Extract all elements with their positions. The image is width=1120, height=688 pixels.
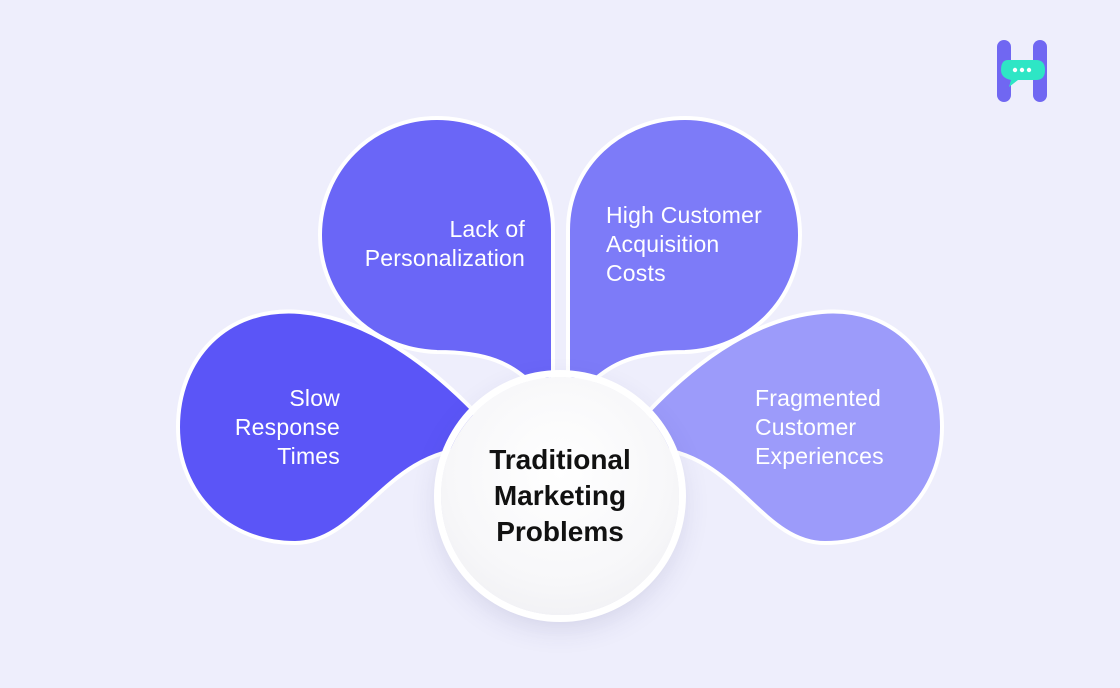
petal-high-customer-acquisition-costs (566, 115, 803, 382)
label-line: Response (234, 414, 340, 440)
center-title-line: Problems (496, 516, 624, 547)
petal-label-high-customer-acquisition-costs: High Customer Acquisition Costs (606, 201, 806, 288)
label-line: Experiences (755, 443, 884, 469)
petal-label-fragmented-customer-experiences: Fragmented Customer Experiences (755, 384, 935, 471)
center-title-line: Traditional (489, 444, 631, 475)
label-line: Times (277, 443, 340, 469)
center-title: Traditional Marketing Problems (489, 442, 631, 550)
label-line: Costs (606, 260, 666, 286)
petal-fragmented-customer-experiences (646, 309, 945, 546)
label-line: Slow (289, 385, 340, 411)
petal-label-lack-of-personalization: Lack of Personalization (320, 215, 525, 273)
label-line: Acquisition (606, 231, 720, 257)
center-title-line: Marketing (493, 480, 627, 511)
petal-slow-response-times (175, 309, 477, 546)
petal-label-slow-response-times: Slow Response Times (180, 384, 340, 471)
label-line: Customer (755, 414, 857, 440)
label-line: Personalization (364, 245, 525, 271)
label-line: Fragmented (755, 385, 882, 411)
center-circle: Traditional Marketing Problems (441, 377, 679, 615)
petal-lack-of-personalization (317, 115, 555, 382)
label-line: High Customer (606, 202, 762, 228)
label-line: Lack of (449, 216, 525, 242)
chat-bubble-h-logo-icon (997, 40, 1047, 102)
